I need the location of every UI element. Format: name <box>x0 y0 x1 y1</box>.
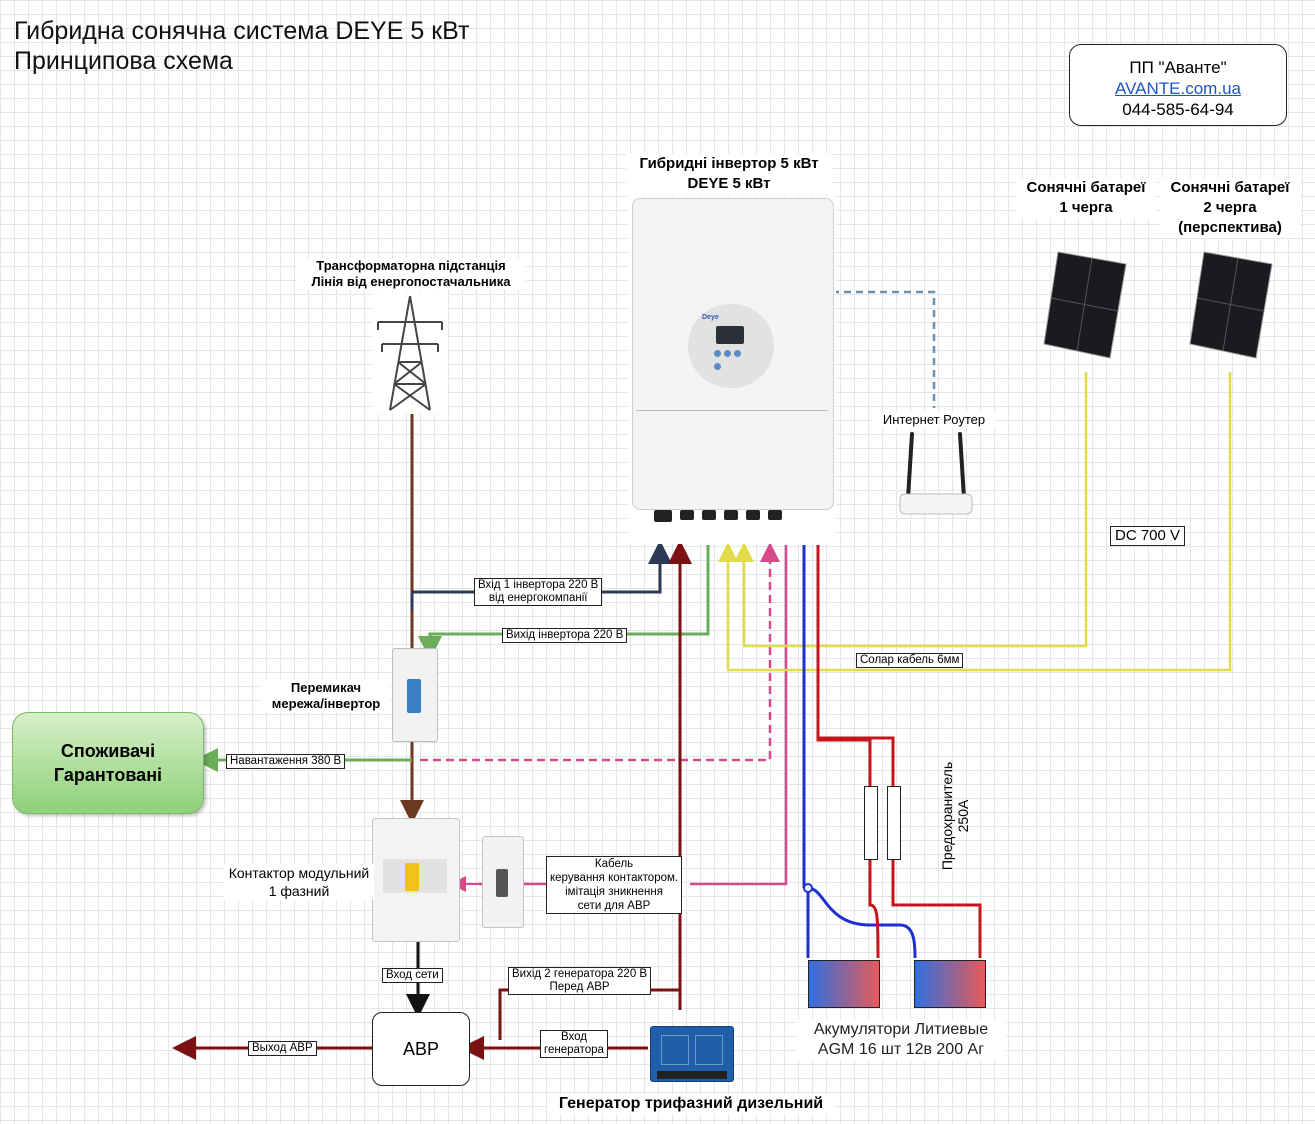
control-breaker[interactable] <box>482 836 524 928</box>
tag-gen-input-line-1: Вход <box>560 1031 587 1043</box>
diagram-title: Гибридна сонячна система DEYE 5 кВт Прин… <box>14 16 469 76</box>
router-label: Интернет Роутер <box>872 412 996 428</box>
company-info-box: ПП "Аванте" AVANTE.com.ua 044-585-64-94 <box>1069 44 1287 126</box>
grid-inverter-switch[interactable] <box>392 648 438 742</box>
generator-door <box>695 1035 723 1065</box>
solar-panel-1-label: Сонячні батареї 1 черга <box>1016 178 1156 218</box>
fuse-1 <box>864 786 878 860</box>
battery-1 <box>808 960 880 1008</box>
substation-label-line-1: Трансформаторна підстанція <box>316 258 506 273</box>
tag-inverter-output: Вихід інвертора 220 В <box>502 628 628 643</box>
tag-avr-output: Выход АВР <box>248 1041 317 1056</box>
switch-handle[interactable] <box>407 679 421 713</box>
solar-panel-1-icon <box>1043 251 1127 359</box>
breaker-handle[interactable] <box>496 869 508 897</box>
company-name: ПП "Аванте" <box>1129 58 1227 77</box>
tag-load: Навантаження 380 В <box>226 754 346 769</box>
wire-control-dashed <box>420 542 780 762</box>
substation-label-line-2: Лінія від енергопостачальника <box>311 274 511 289</box>
inverter-buttons <box>714 350 746 372</box>
company-phone: 044-585-64-94 <box>1122 100 1234 119</box>
inverter-divider <box>636 410 828 411</box>
inverter-terminals <box>654 510 814 522</box>
batteries-label-line-1: Акумулятори Литиевые <box>813 1021 989 1038</box>
solar-panel-2-icon <box>1189 251 1273 359</box>
tag-dc-voltage: DC 700 V <box>1110 526 1186 546</box>
title-line-2: Принципова схема <box>14 47 233 75</box>
wire-dc-negative <box>802 545 917 959</box>
battery-2 <box>914 960 986 1008</box>
fuse-label-line-1: Предохранитель <box>939 761 955 871</box>
solar-panel-1-label-line-1: Сонячні батареї <box>1026 179 1146 196</box>
contactor-label-line-2: 1 фазний <box>268 883 330 899</box>
tag-inverter-input1: Вхід 1 інвертора 220 В від енергокомпані… <box>474 578 603 606</box>
solar-panel-1-label-line-2: 1 черга <box>1059 199 1113 216</box>
tag-gen-output-line-2: Перед АВР <box>549 981 610 993</box>
generator-door <box>661 1035 689 1065</box>
tag-control-line-2: керування контактором. <box>550 872 679 884</box>
tag-control-line-4: сети для АВР <box>577 900 651 912</box>
tag-control-line-3: імітація зникнення <box>565 886 663 898</box>
inverter-brand-logo: Deye <box>702 314 719 321</box>
tag-input1-line-1: Вхід 1 інвертора 220 В <box>478 579 599 591</box>
switch-label-line-2: мережа/інвертор <box>271 696 381 711</box>
wire-control <box>690 545 788 886</box>
wire-network <box>832 290 936 408</box>
avr-block: АВР <box>372 1012 470 1086</box>
tag-control-line-1: Кабель <box>594 858 634 870</box>
contactor-label: Контактор модульний 1 фазний <box>224 864 374 900</box>
contactor-label-line-1: Контактор модульний <box>228 865 370 881</box>
tag-solar-cable: Солар кабель 6мм <box>856 653 964 668</box>
power-tower-icon <box>372 292 448 414</box>
router-icon <box>899 432 973 515</box>
tag-gen-output-line-1: Вихід 2 генератора 220 В <box>512 968 648 980</box>
tag-generator-input: Вход генератора <box>540 1030 608 1058</box>
generator-base <box>657 1071 727 1079</box>
title-line-1: Гибридна сонячна система DEYE 5 кВт <box>14 17 470 45</box>
solar-panel-2-label-line-2: 2 черга <box>1203 199 1257 216</box>
modular-contactor <box>372 818 460 942</box>
contactor-indicator <box>405 863 419 891</box>
inverter-screen <box>716 326 744 344</box>
substation-label: Трансформаторна підстанція Лінія від ене… <box>296 258 526 290</box>
inverter-label-line-2: DEYE 5 кВт <box>687 175 771 192</box>
inverter-label-line-1: Гибридні інвертор 5 кВт <box>639 155 819 172</box>
diesel-generator-icon <box>650 1026 734 1082</box>
tag-gen-input-line-2: генератора <box>544 1044 604 1056</box>
fuse-label-line-2: 250А <box>955 799 971 833</box>
solar-panel-2-label-line-3: (перспектива) <box>1178 219 1282 236</box>
tag-control-cable: Кабель керування контактором. імітація з… <box>546 856 683 914</box>
solar-panel-2-label: Сонячні батареї 2 черга (перспектива) <box>1160 178 1300 238</box>
wire-solar-2 <box>718 372 1232 672</box>
switch-label: Перемикач мережа/інвертор <box>262 680 390 712</box>
wire-dc-positive <box>816 545 872 786</box>
tag-generator-output: Вихід 2 генератора 220 В Перед АВР <box>508 967 652 995</box>
company-website-link[interactable]: AVANTE.com.ua <box>1115 79 1241 98</box>
tag-input1-line-2: від енергокомпанії <box>488 592 588 604</box>
tag-grid-input: Вход сети <box>382 968 443 983</box>
inverter-device: Deye <box>628 196 836 544</box>
consumers-label-line-1: Споживачі <box>60 741 156 761</box>
inverter-label: Гибридні інвертор 5 кВт DEYE 5 кВт <box>626 154 832 194</box>
batteries-label-line-2: AGM 16 шт 12в 200 Аг <box>817 1041 985 1058</box>
batteries-label: Акумулятори Литиевые AGM 16 шт 12в 200 А… <box>796 1020 1006 1060</box>
generator-label: Генератор трифазний дизельний <box>548 1094 834 1114</box>
fuse-label: Предохранитель 250А <box>939 751 971 881</box>
inverter-display-panel: Deye <box>688 304 774 388</box>
guaranteed-consumers-block: Споживачі Гарантовані <box>12 712 204 814</box>
switch-label-line-1: Перемикач <box>290 680 362 695</box>
wire-solar-1 <box>734 372 1088 648</box>
fuse-2 <box>887 786 901 860</box>
solar-panel-2-label-line-1: Сонячні батареї <box>1170 179 1290 196</box>
consumers-label-line-2: Гарантовані <box>53 765 163 785</box>
